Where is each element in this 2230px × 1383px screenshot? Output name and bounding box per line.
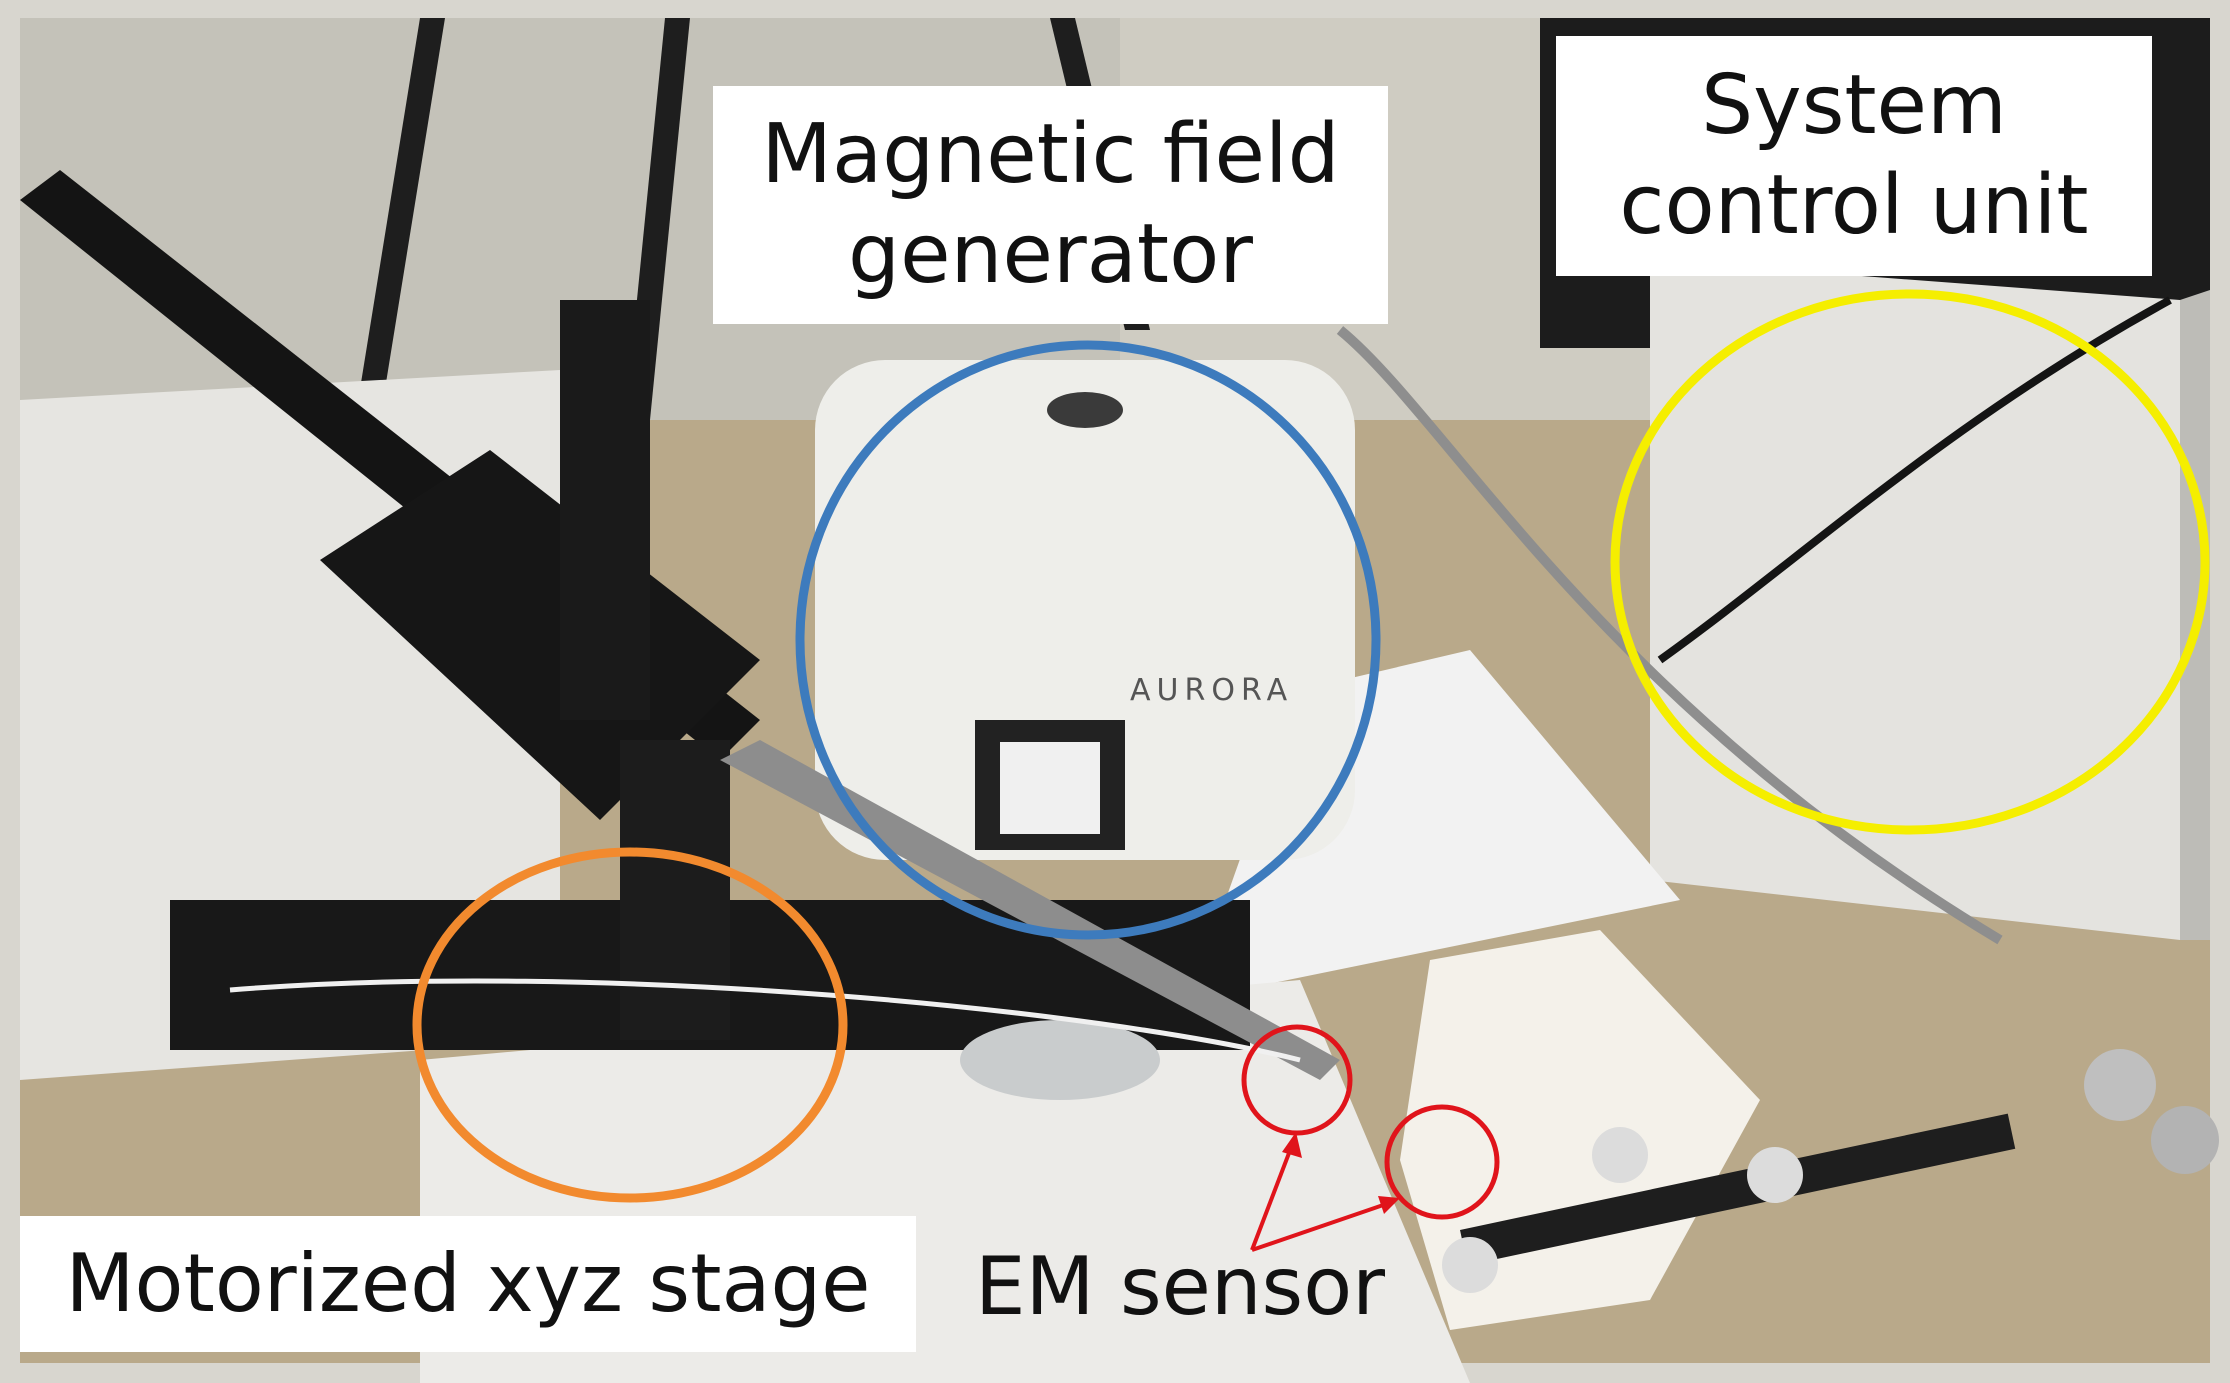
tracker-ball bbox=[1592, 1127, 1648, 1183]
sensor-arrowhead bbox=[1282, 1132, 1302, 1158]
white-cable bbox=[229, 978, 1301, 1063]
system-control-unit-line-2: control unit bbox=[1619, 158, 2089, 253]
magnetic-field-generator-line-1: Magnetic field bbox=[761, 106, 1340, 202]
control-unit-highlight-circle bbox=[1610, 289, 2210, 835]
sensor-marker-circle bbox=[1384, 1104, 1500, 1220]
tripod-leg bbox=[355, 18, 445, 420]
tracker-ball bbox=[1747, 1147, 1803, 1203]
black-cable bbox=[1657, 296, 2172, 664]
sensor-arrowhead bbox=[1378, 1196, 1400, 1214]
motorized-stage-label: Motorized xyz stage bbox=[20, 1216, 916, 1352]
em-sensor-label: EM sensor bbox=[966, 1228, 1394, 1346]
sensor-arrow bbox=[1251, 1200, 1393, 1252]
generator-top-knob bbox=[1047, 392, 1123, 428]
tracker-bar bbox=[1460, 1113, 2016, 1266]
magnetic-field-generator-label: Magnetic field generator bbox=[713, 86, 1388, 324]
tracker-ball bbox=[2151, 1106, 2219, 1174]
clear-cylinder bbox=[960, 1020, 1160, 1100]
system-control-unit-line-1: System bbox=[1701, 57, 2007, 153]
stage-post bbox=[560, 300, 650, 720]
field-generator-device bbox=[815, 360, 1355, 860]
motorized-stage-text: Motorized xyz stage bbox=[65, 1237, 871, 1331]
sensor-marker-circle bbox=[1241, 1024, 1353, 1136]
generator-marker-card-inner bbox=[1000, 742, 1100, 834]
gray-cable bbox=[1336, 326, 2003, 945]
generator-brand-text: AURORA bbox=[1130, 673, 1293, 708]
control-unit-box bbox=[1650, 260, 2180, 940]
magnetic-field-generator-line-2: generator bbox=[848, 207, 1253, 302]
stage-highlight-circle bbox=[412, 847, 848, 1203]
system-control-unit-label: System control unit bbox=[1556, 36, 2152, 276]
em-sensor-text: EM sensor bbox=[974, 1240, 1386, 1334]
tracker-ball bbox=[1442, 1237, 1498, 1293]
stage-probe-rod bbox=[720, 740, 1340, 1080]
sensor-arrow bbox=[1250, 1139, 1296, 1251]
tracker-ball bbox=[2084, 1049, 2156, 1121]
generator-highlight-circle bbox=[795, 340, 1381, 940]
stage-column bbox=[620, 740, 730, 1040]
stage-bracket bbox=[320, 450, 760, 820]
